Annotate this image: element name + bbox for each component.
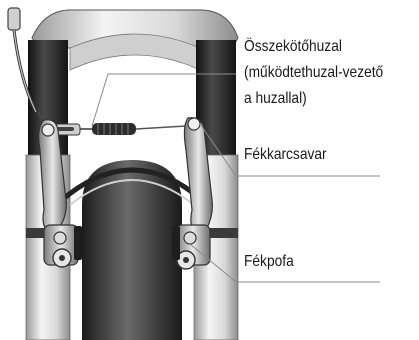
label-link-cable-line2: (működtethuzal-vezető xyxy=(244,63,383,83)
left-arm-pivot xyxy=(42,124,54,136)
right-brake-pad xyxy=(172,226,180,260)
cable-housing-top xyxy=(8,8,20,30)
noodle-slot xyxy=(56,127,74,131)
left-brake-pad xyxy=(74,226,82,260)
left-pad-bolt-2-center xyxy=(59,255,65,261)
label-brake-arm-bolt: Fékkarcsavar xyxy=(244,145,327,165)
rubber-boot xyxy=(92,123,136,135)
label-link-cable-line3: a huzallal) xyxy=(244,89,307,109)
right-pad-bolt xyxy=(184,232,196,244)
right-arm-bolt xyxy=(188,118,200,130)
label-link-cable-line1: Összekötőhuzal xyxy=(244,37,342,57)
left-pad-bolt xyxy=(54,232,66,244)
label-brake-pad: Fékpofa xyxy=(244,252,294,272)
brake-cable-right xyxy=(136,126,186,129)
right-pad-bolt-2-center xyxy=(183,257,189,263)
